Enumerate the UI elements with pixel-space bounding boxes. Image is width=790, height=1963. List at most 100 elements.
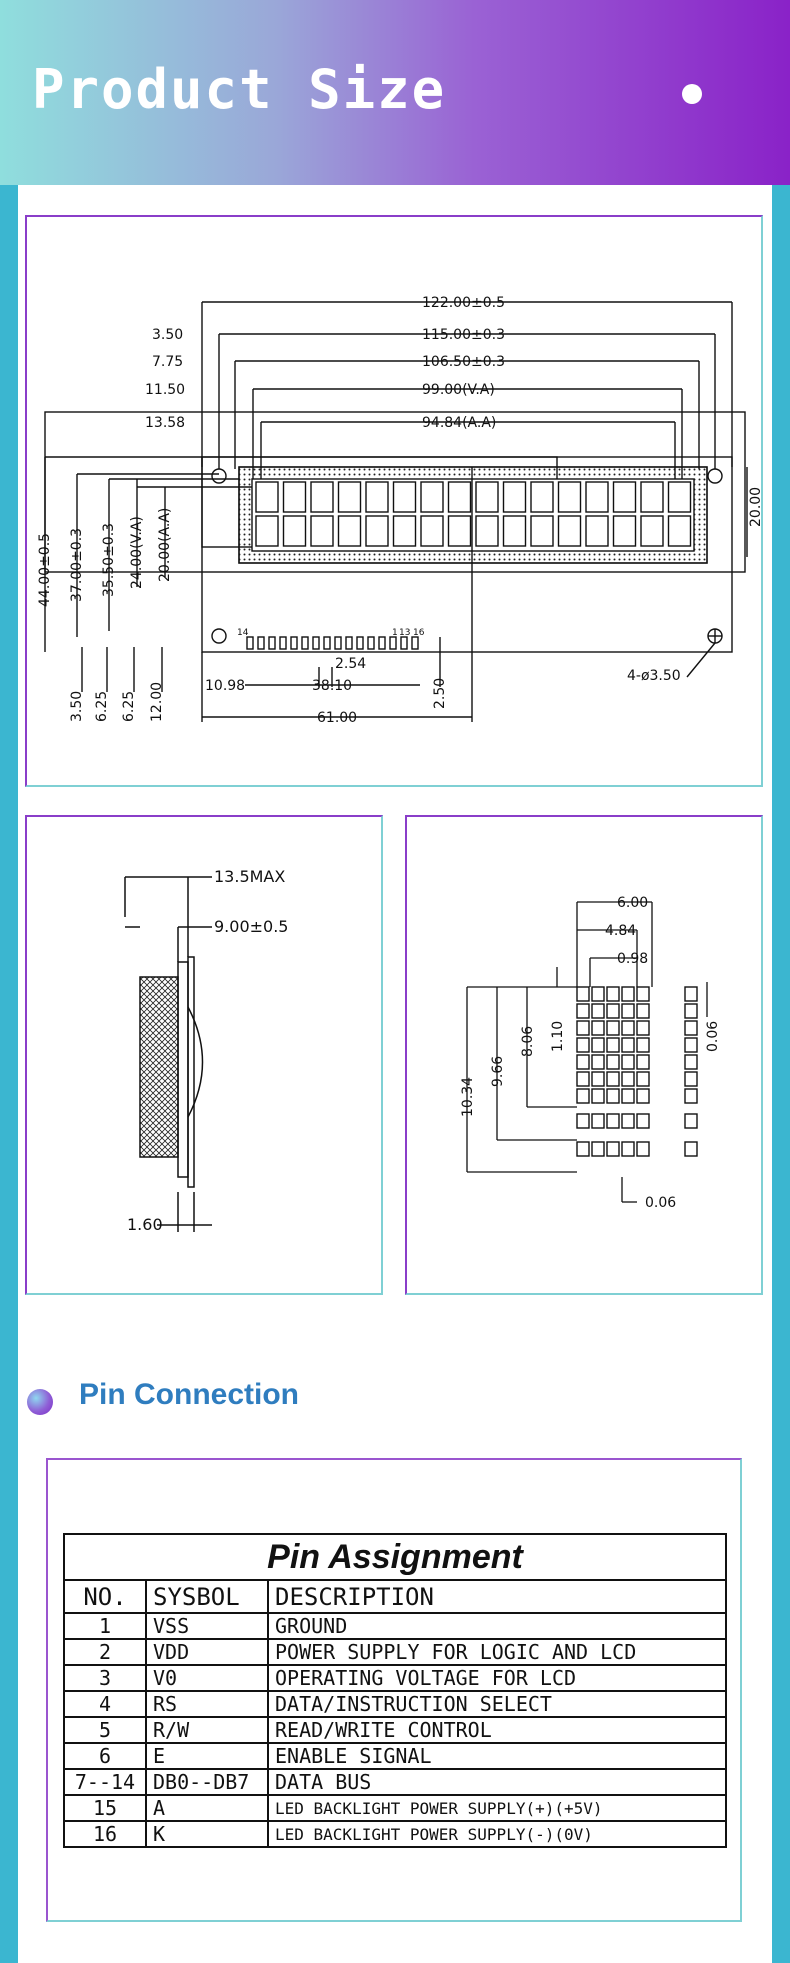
- dot-cell: [621, 1037, 635, 1053]
- adjacent-dot-cell: [684, 1020, 698, 1036]
- side-view-svg: 13.5MAX 9.00±0.5 1.60: [124, 867, 288, 1234]
- dot-cell: [606, 1054, 620, 1070]
- dot-cell: [576, 1020, 590, 1036]
- bottom-dim-2: 6.25: [94, 691, 110, 722]
- pin-number: 6: [63, 1742, 147, 1770]
- dot-cell: [591, 1020, 605, 1036]
- side-view-drawing: 13.5MAX 9.00±0.5 1.60: [25, 815, 383, 1295]
- pin-label-13: 13: [399, 628, 410, 638]
- dot-cell: [591, 1088, 605, 1104]
- lcd-char-cell: [365, 515, 389, 547]
- dot-cell: [636, 1020, 650, 1036]
- dot-cell: [591, 986, 605, 1002]
- pin-description: POWER SUPPLY FOR LOGIC AND LCD: [267, 1638, 727, 1666]
- dim-module-thickness: 9.00±0.5: [214, 917, 288, 936]
- pin-description: READ/WRITE CONTROL: [267, 1716, 727, 1744]
- pin-pad: [312, 636, 320, 650]
- adjacent-dot-cell: [684, 1141, 698, 1157]
- dot-cell: [576, 1071, 590, 1087]
- pin-label-16: 16: [413, 628, 425, 638]
- dot-cell: [606, 1113, 620, 1129]
- section-title-pin-connection: Pin Connection: [79, 1378, 299, 1411]
- pin-description: LED BACKLIGHT POWER SUPPLY(-)(0V): [267, 1820, 727, 1848]
- dot-cell: [591, 1037, 605, 1053]
- pin-pad: [400, 636, 408, 650]
- cursor-cell: [636, 1141, 650, 1157]
- lcd-char-cell: [310, 515, 334, 547]
- pin-pad: [246, 636, 254, 650]
- dot-cell: [621, 986, 635, 1002]
- pin-number: 1: [63, 1612, 147, 1640]
- dot-cell: [621, 1020, 635, 1036]
- pin-symbol: R/W: [145, 1716, 269, 1744]
- dot-gap: 0.06: [705, 1021, 721, 1052]
- right-accent-bar: [772, 185, 790, 1963]
- dot-cell: [621, 1113, 635, 1129]
- dot-cell: [636, 1054, 650, 1070]
- character-cell-drawing: 6.00 4.84 0.98 10.34 9.66 8.06 1.10 0.06…: [405, 815, 763, 1295]
- cursor-cell: [576, 1141, 590, 1157]
- dot-cell: [591, 1054, 605, 1070]
- col-header-description: DESCRIPTION: [267, 1579, 727, 1614]
- adjacent-dot-cell: [684, 1054, 698, 1070]
- lcd-char-cell: [420, 481, 444, 513]
- lcd-char-cell: [612, 481, 637, 513]
- adjacent-dot-cell: [684, 1037, 698, 1053]
- pin-description: GROUND: [267, 1612, 727, 1640]
- dot-height: 1.10: [550, 1021, 566, 1052]
- bottom-dim-1: 3.50: [69, 691, 85, 722]
- offset-2: 7.75: [152, 354, 183, 370]
- cursor-cell: [621, 1141, 635, 1157]
- pin-description: OPERATING VOLTAGE FOR LCD: [267, 1664, 727, 1692]
- lcd-char-cell: [502, 481, 527, 513]
- bottom-dim-pin-offset: 10.98: [205, 678, 245, 694]
- pin-symbol: E: [145, 1742, 269, 1770]
- lcd-char-cell: [557, 481, 582, 513]
- dot-cell: [576, 1088, 590, 1104]
- dot-cell: [576, 986, 590, 1002]
- pin-table-title: Pin Assignment: [63, 1533, 727, 1581]
- lcd-char-cell: [530, 481, 554, 513]
- pin-description: DATA/INSTRUCTION SELECT: [267, 1690, 727, 1718]
- pin-pad: [279, 636, 287, 650]
- pin-symbol: A: [145, 1794, 269, 1822]
- dim-bezel-height: 35.50±0.3: [101, 523, 117, 597]
- dot-cell: [591, 1071, 605, 1087]
- lcd-char-cell: [282, 481, 307, 513]
- pin-pad: [257, 636, 265, 650]
- bottom-dim-3: 6.25: [121, 691, 137, 722]
- cursor-gap: 0.06: [645, 1195, 676, 1211]
- pin-label-14: 14: [237, 628, 249, 638]
- dot-cell: [636, 1071, 650, 1087]
- dim-max-thickness: 13.5MAX: [214, 867, 285, 886]
- pin-pad: [378, 636, 386, 650]
- lcd-char-cell: [557, 515, 582, 547]
- lcd-char-cell: [447, 515, 472, 547]
- offset-4: 13.58: [145, 415, 185, 431]
- dot-cell: [606, 1037, 620, 1053]
- dot-cell: [606, 1003, 620, 1019]
- dot-cell: [636, 1003, 650, 1019]
- lcd-char-cell: [337, 481, 362, 513]
- lcd-char-cell: [255, 481, 279, 513]
- dot-cell: [576, 1054, 590, 1070]
- col-header-symbol: SYSBOL: [145, 1579, 269, 1614]
- lcd-char-cell: [530, 515, 554, 547]
- left-accent-bar: [0, 185, 18, 1963]
- adjacent-dot-cell: [684, 1071, 698, 1087]
- dim-active-area: 94.84(A.A): [422, 415, 496, 431]
- dot-cell: [606, 1088, 620, 1104]
- lcd-char-cell: [365, 481, 389, 513]
- dot-cell: [636, 1113, 650, 1129]
- bottom-dim-pin-span: 38.10: [312, 678, 352, 694]
- char-cell-svg: 6.00 4.84 0.98 10.34 9.66 8.06 1.10 0.06…: [460, 895, 721, 1211]
- offset-3: 11.50: [145, 382, 185, 398]
- adjacent-dot-cell: [684, 986, 698, 1002]
- pin-number: 2: [63, 1638, 147, 1666]
